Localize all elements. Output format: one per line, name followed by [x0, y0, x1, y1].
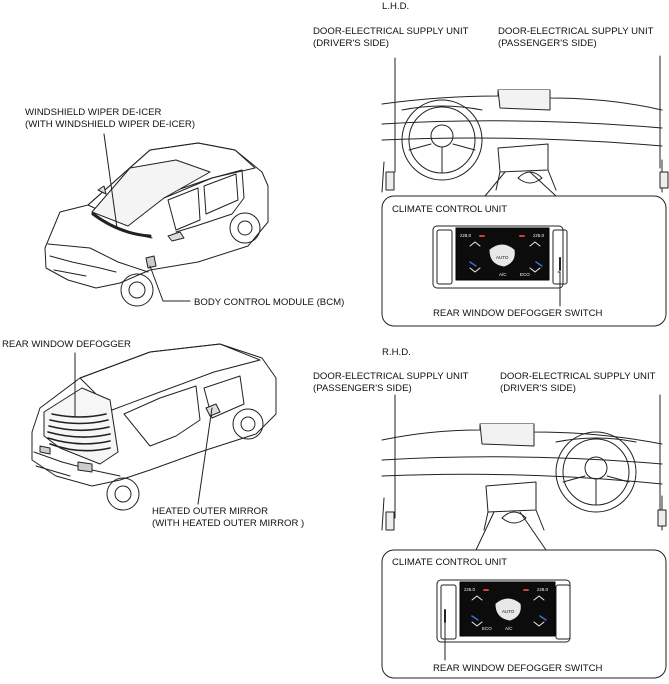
rhd-panel-eco: ECO	[482, 626, 492, 631]
lhd-door-unit-passenger-line2: (PASSENGER'S SIDE)	[498, 37, 597, 49]
lhd-door-unit-passenger-label: DOOR-ELECTRICAL SUPPLY UNIT (PASSENGER'S…	[498, 26, 654, 49]
rhd-panel-ac: A/C	[505, 626, 513, 631]
bcm-label: BODY CONTROL MODULE (BCM)	[194, 297, 345, 308]
lhd-defogger-switch-label: REAR WINDOW DEFOGGER SWITCH	[433, 308, 603, 319]
rhd-climate-control-label: CLIMATE CONTROL UNIT	[392, 557, 508, 568]
lhd-panel-temp-right: z25.0	[533, 233, 545, 238]
heated-mirror-label: HEATED OUTER MIRROR (WITH HEATED OUTER M…	[152, 506, 304, 529]
rhd-heading: R.H.D.	[382, 347, 411, 358]
lhd-door-unit-passenger-line1: DOOR-ELECTRICAL SUPPLY UNIT	[498, 26, 654, 37]
lhd-panel-eco: ECO	[520, 272, 530, 277]
rhd-dashboard-illustration	[381, 394, 667, 551]
heated-mirror-line1: HEATED OUTER MIRROR	[152, 506, 269, 517]
lhd-panel-temp-left: z28.0	[460, 233, 472, 238]
heated-mirror-line2: (WITH HEATED OUTER MIRROR )	[152, 517, 305, 529]
lhd-panel-auto: AUTO	[496, 255, 509, 260]
rhd-door-unit-driver-line1: DOOR-ELECTRICAL SUPPLY UNIT	[500, 371, 656, 382]
rhd-climate-inset	[381, 549, 667, 679]
lhd-climate-inset	[381, 195, 667, 327]
rhd-door-unit-passenger-line1: DOOR-ELECTRICAL SUPPLY UNIT	[313, 371, 469, 382]
lhd-panel-ac: A/C	[499, 272, 507, 277]
rhd-panel-temp-right: z28.0	[537, 587, 549, 592]
rhd-door-unit-driver-line2: (DRIVER'S SIDE)	[500, 382, 576, 394]
windshield-deicer-label: WINDSHIELD WIPER DE-ICER (WITH WINDSHIEL…	[25, 107, 195, 130]
rhd-door-unit-driver-label: DOOR-ELECTRICAL SUPPLY UNIT (DRIVER'S SI…	[500, 371, 656, 394]
lhd-climate-control-label: CLIMATE CONTROL UNIT	[392, 204, 508, 215]
front-car-illustration	[44, 133, 269, 307]
rhd-panel-temp-left: z25.0	[464, 587, 476, 592]
rhd-door-unit-passenger-label: DOOR-ELECTRICAL SUPPLY UNIT (PASSENGER'S…	[313, 371, 469, 394]
windshield-deicer-line2: (WITH WINDSHIELD WIPER DE-ICER)	[25, 118, 196, 130]
lhd-door-unit-driver-line1: DOOR-ELECTRICAL SUPPLY UNIT	[313, 26, 469, 37]
rhd-panel-auto: AUTO	[502, 609, 515, 614]
lhd-dashboard-illustration	[381, 55, 669, 197]
rear-window-defogger-label: REAR WINDOW DEFOGGER	[2, 339, 131, 350]
lhd-door-unit-driver-label: DOOR-ELECTRICAL SUPPLY UNIT (DRIVER'S SI…	[313, 26, 469, 49]
rhd-door-unit-passenger-line2: (PASSENGER'S SIDE)	[313, 382, 412, 394]
rear-car-illustration	[31, 343, 277, 511]
windshield-deicer-line1: WINDSHIELD WIPER DE-ICER	[25, 107, 162, 118]
lhd-door-unit-driver-line2: (DRIVER'S SIDE)	[313, 37, 389, 49]
rhd-defogger-switch-label: REAR WINDOW DEFOGGER SWITCH	[433, 663, 603, 674]
lhd-heading: L.H.D.	[382, 1, 410, 12]
